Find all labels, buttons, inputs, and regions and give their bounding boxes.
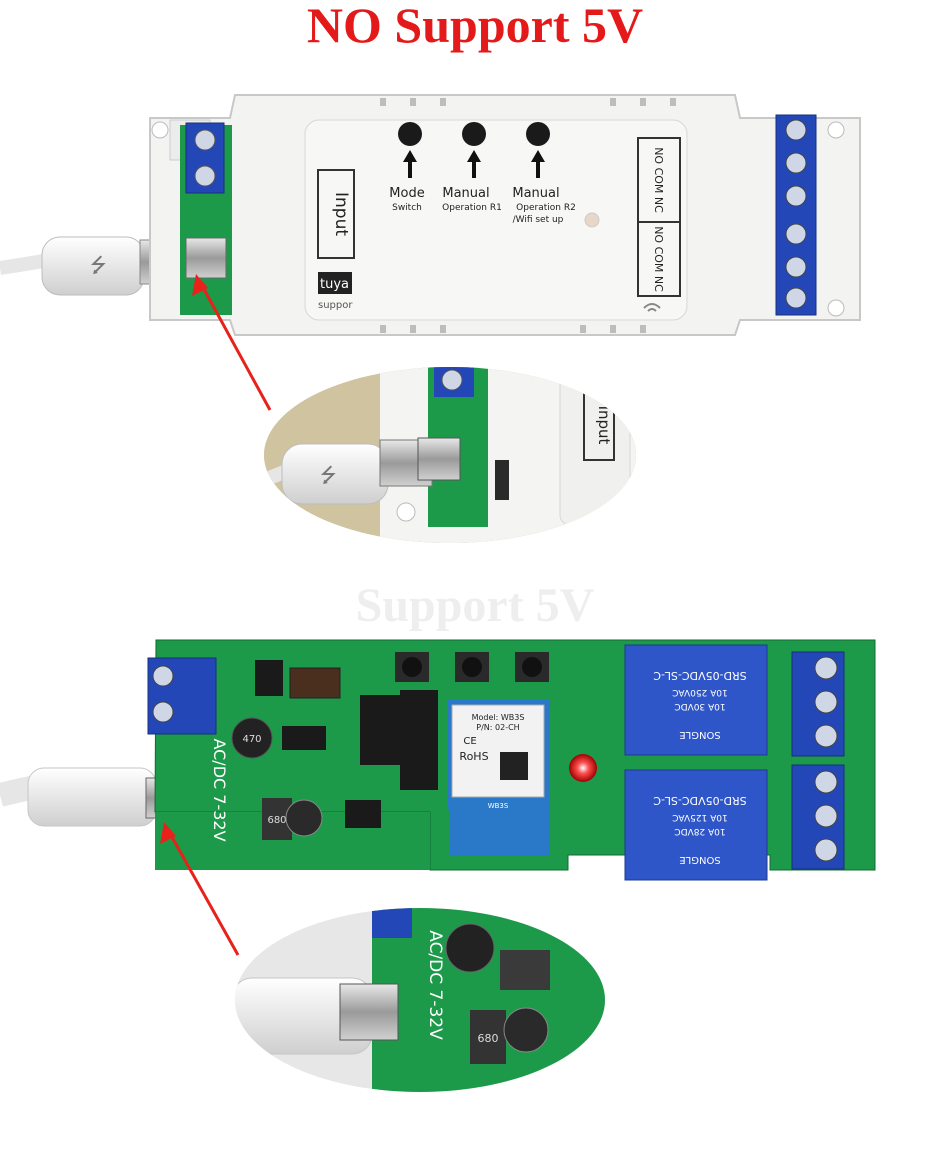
input-label: Input xyxy=(331,192,351,236)
mode-button xyxy=(398,122,422,146)
red-arrow-icon xyxy=(192,274,272,411)
svg-text:10A 250VAC: 10A 250VAC xyxy=(672,687,728,697)
module-pn: P/N: 02-CH xyxy=(476,723,519,732)
svg-text:SRD-05VDC-SL-C: SRD-05VDC-SL-C xyxy=(653,794,747,807)
mode-label: Mode xyxy=(389,186,424,201)
arrow-up-icon xyxy=(403,150,545,178)
manual-r1-label: Manual xyxy=(442,186,489,201)
zoom-inductor-code: 680 xyxy=(478,1032,499,1045)
mode-sub: Switch xyxy=(392,203,422,213)
module-model: Model: WB3S xyxy=(472,713,525,722)
manual-r2-label: Manual xyxy=(512,186,559,201)
manual-r2-button xyxy=(526,122,550,146)
voltage-label: AC/DC 7-32V xyxy=(210,738,229,841)
inductor-code: 680 xyxy=(267,815,286,826)
svg-text:SONGLE: SONGLE xyxy=(679,854,720,865)
red-arrow-icon xyxy=(160,822,240,956)
manual-r2-sub: Operation R2 xyxy=(516,203,576,213)
brand-partial: tuya xyxy=(320,277,349,292)
zoom-detail-enclosure: Input ⭍ xyxy=(264,367,636,543)
manual-r1-sub: Operation R1 xyxy=(442,203,502,213)
qr-code xyxy=(500,752,528,780)
zoom-detail-board: AC/DC 7-32V 680 xyxy=(235,908,605,1092)
title-no-support: NO Support 5V xyxy=(306,0,644,53)
svg-text:SONGLE: SONGLE xyxy=(679,729,720,740)
terminal-label-1: NO COM NC xyxy=(652,147,665,213)
cap-code: 470 xyxy=(242,734,261,745)
module-rohs: RoHS xyxy=(459,750,488,763)
usb-icon: ⭍ xyxy=(90,253,107,277)
brand-sub: suppor xyxy=(318,300,353,311)
svg-text:10A 30VDC: 10A 30VDC xyxy=(674,701,725,711)
title-support: Support 5V xyxy=(355,579,595,632)
module-ce: CE xyxy=(463,736,476,747)
terminal-label-2: NO COM NC xyxy=(652,226,665,292)
wifi-setup-label: /Wifi set up xyxy=(513,215,564,225)
relay-2: SRD-05VDC-SL-C 10A 125VAC 10A 28VDC SONG… xyxy=(624,769,768,881)
module-name: WB3S xyxy=(488,802,509,810)
zoom-input-label: Input xyxy=(595,406,613,445)
manual-r1-button xyxy=(462,122,486,146)
capacitor xyxy=(231,717,273,759)
relay-1: SRD-05VDC-SL-C 10A 250VAC 10A 30VDC SONG… xyxy=(624,644,768,756)
top-relay-enclosure: ⭍ Input tuya suppor Mode xyxy=(0,94,861,336)
red-led xyxy=(569,754,597,782)
svg-text:SRD-05VDC-SL-C: SRD-05VDC-SL-C xyxy=(653,669,747,682)
wifi-icon xyxy=(643,303,661,312)
zoom-usb-icon: ⭍ xyxy=(320,463,337,487)
status-led xyxy=(584,212,600,228)
zoom-voltage-label: AC/DC 7-32V xyxy=(425,930,445,1040)
svg-text:10A 28VDC: 10A 28VDC xyxy=(674,826,725,836)
bottom-pcb-board: AC/DC 7-32V 470 680 Model: WB3S P/N: 02-… xyxy=(0,639,876,881)
svg-text:10A 125VAC: 10A 125VAC xyxy=(672,812,728,822)
